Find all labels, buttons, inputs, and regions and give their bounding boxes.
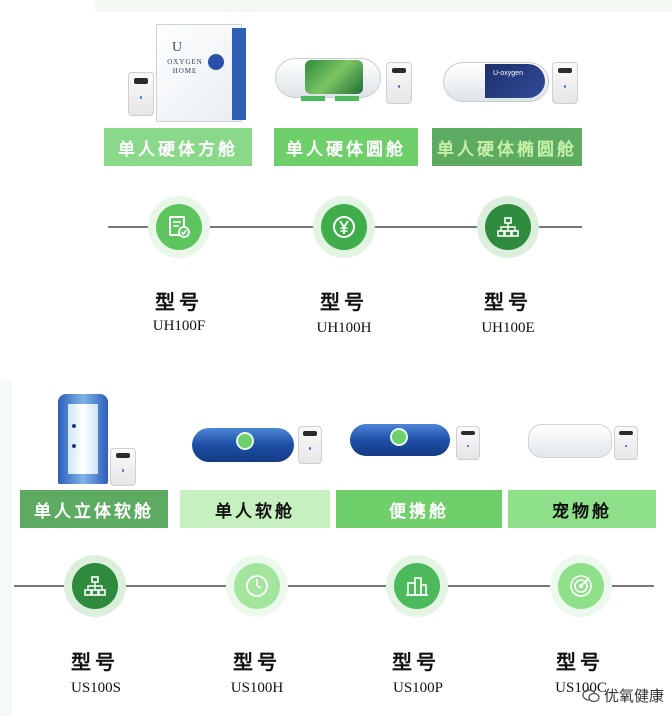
chamber-logo-letter: U — [172, 40, 183, 55]
product-label-text: 单人软舱 — [215, 501, 295, 522]
product-label-square-chamber: 单人硬体方舱 — [104, 128, 252, 166]
product-label-vertical-soft-chamber: 单人立体软舱 — [20, 490, 168, 528]
watermark-text: 优氧健康 — [603, 687, 664, 705]
product-label-oval-chamber: 单人硬体椭圆舱 — [432, 128, 582, 166]
model-code: US100H — [230, 680, 284, 696]
oval-chamber-image: U-oxygen — [443, 62, 549, 102]
model-title: 型号 — [392, 650, 440, 674]
org-chart-icon — [497, 217, 519, 237]
document-check-icon — [169, 216, 190, 238]
product-label-text: 单人硬体椭圆舱 — [437, 139, 577, 160]
watermark: 优氧健康 — [582, 685, 664, 706]
model-code: UH100H — [316, 320, 372, 336]
product-label-text: 单人立体软舱 — [34, 501, 154, 522]
product-label-round-chamber: 单人硬体圆舱 — [274, 128, 418, 166]
pet-chamber-image — [528, 424, 612, 458]
model-code: UH100E — [481, 320, 535, 336]
model-icon-circle — [313, 196, 375, 258]
oxygen-generator-image — [110, 448, 136, 486]
wechat-icon — [582, 688, 600, 702]
product-label-text: 便携舱 — [389, 501, 449, 522]
product-label-soft-chamber: 单人软舱 — [180, 490, 330, 528]
chamber-brand-text: OXYGEN HOME — [167, 58, 203, 75]
product-label-pet-chamber: 宠物舱 — [508, 490, 656, 528]
model-icon-circle — [386, 555, 448, 617]
vertical-soft-chamber-image — [58, 394, 108, 484]
model-code: UH100F — [152, 318, 206, 334]
oxygen-generator-image — [298, 426, 322, 464]
soft-chamber-image — [192, 424, 294, 466]
product-label-portable-chamber: 便携舱 — [336, 490, 502, 528]
timeline-line — [14, 585, 654, 587]
oval-chamber-print: U-oxygen — [493, 70, 523, 77]
oxygen-generator-image — [614, 426, 638, 460]
bottom-background-band — [0, 380, 12, 716]
model-title: 型号 — [556, 650, 604, 674]
product-label-text: 单人硬体圆舱 — [286, 139, 406, 160]
oxygen-generator-image — [456, 426, 480, 460]
product-label-text: 宠物舱 — [552, 501, 612, 522]
model-title: 型号 — [484, 290, 532, 314]
oxygen-generator-image — [386, 62, 412, 104]
buildings-icon — [406, 577, 428, 596]
yen-coin-icon — [333, 216, 355, 238]
model-title: 型号 — [233, 650, 281, 674]
model-icon-circle — [477, 196, 539, 258]
portable-chamber-image — [350, 424, 450, 458]
clock-icon — [246, 575, 268, 597]
model-icon-circle — [550, 555, 612, 617]
top-background-band — [95, 0, 672, 12]
model-icon-circle — [64, 555, 126, 617]
oxygen-generator-image — [128, 72, 154, 116]
oxygen-generator-image — [552, 62, 578, 104]
model-title: 型号 — [71, 650, 119, 674]
org-chart-icon — [84, 576, 106, 596]
model-title: 型号 — [320, 290, 368, 314]
model-icon-circle — [148, 196, 210, 258]
model-icon-circle — [226, 555, 288, 617]
round-chamber-image — [275, 58, 381, 102]
product-label-text: 单人硬体方舱 — [118, 139, 238, 160]
model-title: 型号 — [155, 290, 203, 314]
target-icon — [570, 575, 592, 597]
model-code: US100S — [70, 680, 122, 696]
square-chamber-image: U OXYGEN HOME — [150, 18, 248, 122]
model-code: US100P — [392, 680, 444, 696]
